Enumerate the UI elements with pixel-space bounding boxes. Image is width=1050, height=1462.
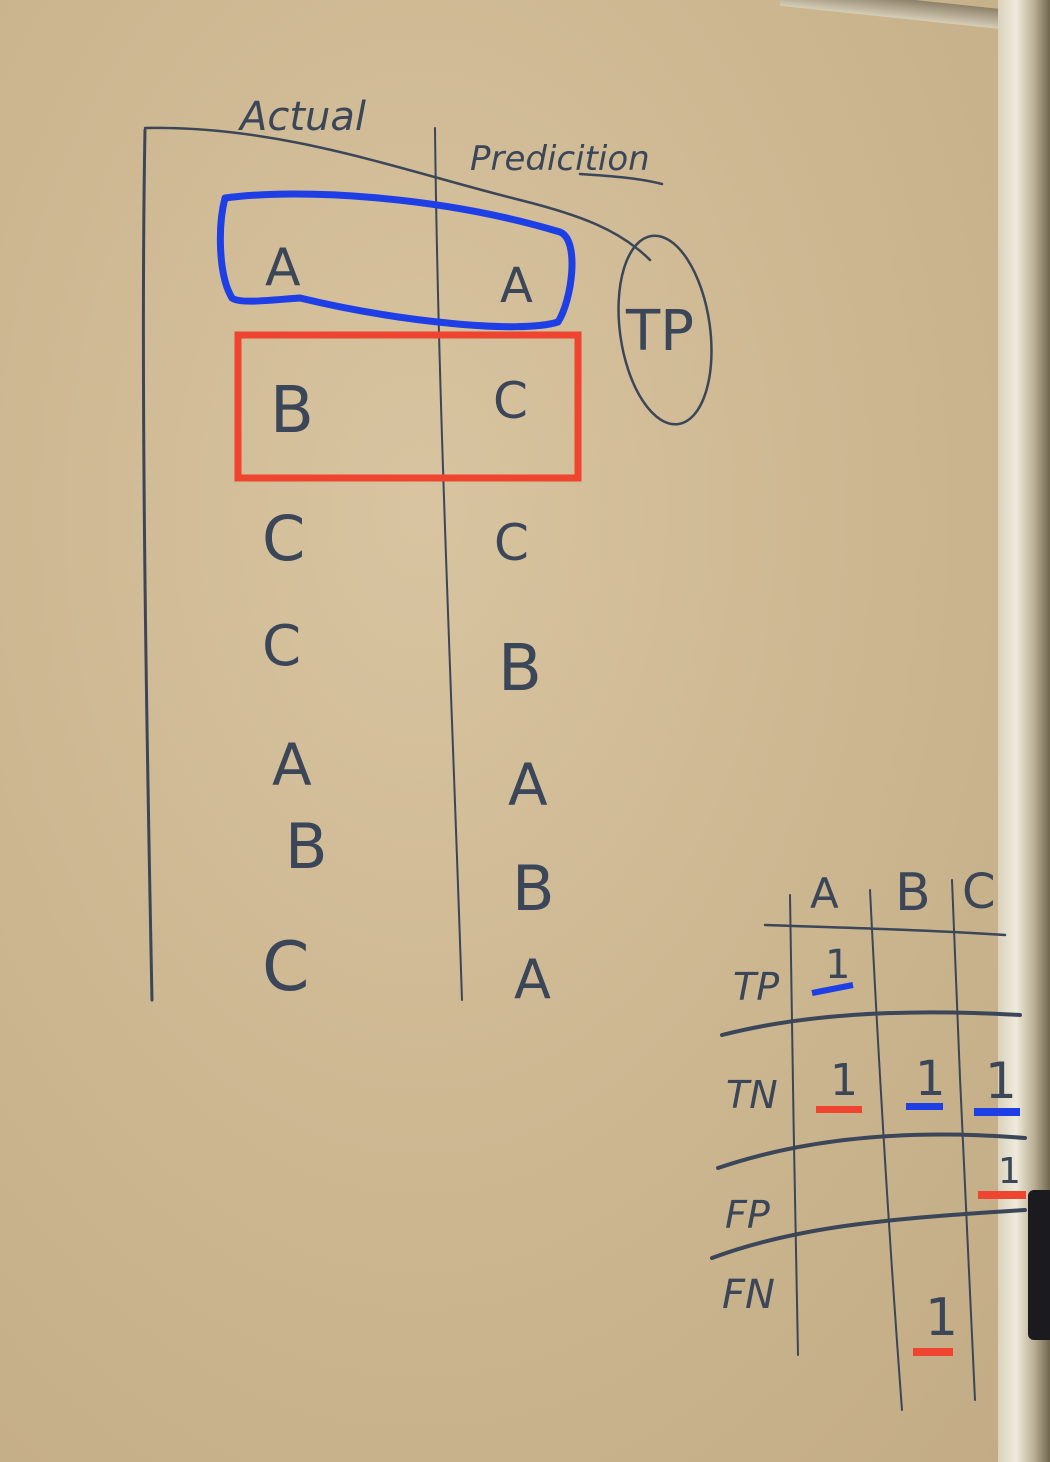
predicted-header-underline bbox=[578, 172, 664, 186]
actual-header: Actual bbox=[237, 94, 366, 140]
blue-highlight-row-1 bbox=[216, 190, 576, 331]
table-left-border bbox=[141, 128, 154, 1002]
tp-circle bbox=[617, 234, 713, 426]
row-1-predicted: A bbox=[500, 258, 533, 314]
matrix-vline-1 bbox=[789, 894, 799, 1356]
red-mark-tn-a bbox=[816, 1106, 862, 1113]
row-4-actual: C bbox=[262, 614, 301, 679]
row-5-predicted: A bbox=[508, 751, 548, 819]
blue-mark-tn-c bbox=[974, 1108, 1020, 1116]
cell-tn-c: 1 bbox=[985, 1052, 1017, 1110]
confusion-matrix: A B C TP TN FP FN 1 1 1 1 1 1 bbox=[710, 863, 1027, 1411]
table-rows: A A B C C C C B A A B B C A bbox=[262, 238, 555, 1011]
blue-mark-tn-b bbox=[906, 1103, 943, 1110]
matrix-row-fp: FP bbox=[725, 1193, 770, 1237]
table-divider bbox=[434, 127, 463, 1001]
row-5-actual: A bbox=[272, 731, 312, 799]
cell-fp-c: 1 bbox=[998, 1151, 1021, 1192]
row-7-actual: C bbox=[262, 928, 309, 1007]
tp-callout: TP bbox=[625, 299, 694, 364]
row-6-actual: B bbox=[285, 810, 328, 883]
red-mark-fn-b bbox=[913, 1348, 953, 1356]
matrix-row-tn: TN bbox=[726, 1073, 778, 1117]
matrix-vline-2 bbox=[869, 889, 903, 1411]
matrix-row-fn: FN bbox=[722, 1272, 775, 1318]
matrix-hline-3 bbox=[710, 1208, 1027, 1260]
row-6-predicted: B bbox=[512, 852, 555, 925]
matrix-hline-2 bbox=[716, 1132, 1027, 1170]
row-1-actual: A bbox=[265, 238, 301, 298]
matrix-col-c: C bbox=[962, 864, 996, 920]
table-header-line bbox=[143, 126, 652, 262]
red-mark-fp-c bbox=[978, 1191, 1026, 1199]
cell-tn-a: 1 bbox=[830, 1055, 858, 1106]
cell-tp-a: 1 bbox=[825, 942, 850, 988]
matrix-vline-3 bbox=[951, 879, 976, 1401]
row-3-predicted: C bbox=[494, 514, 529, 572]
row-2-actual: B bbox=[270, 374, 314, 448]
red-highlight-row-2 bbox=[234, 331, 582, 482]
cell-fn-b: 1 bbox=[925, 1288, 958, 1348]
matrix-col-a: A bbox=[810, 869, 839, 918]
blue-mark-tp-a bbox=[811, 982, 854, 996]
row-2-predicted: C bbox=[493, 372, 528, 430]
predicted-header: Predicition bbox=[470, 139, 650, 179]
matrix-row-tp: TP bbox=[733, 965, 779, 1009]
matrix-header-line bbox=[763, 923, 1007, 937]
matrix-col-b: B bbox=[895, 863, 931, 923]
matrix-hline-1 bbox=[720, 1010, 1022, 1037]
row-3-actual: C bbox=[262, 502, 305, 575]
cell-tn-b: 1 bbox=[915, 1051, 946, 1107]
row-4-predicted: B bbox=[498, 632, 542, 706]
row-7-predicted: A bbox=[514, 948, 551, 1011]
whiteboard-eraser bbox=[1028, 1190, 1050, 1340]
